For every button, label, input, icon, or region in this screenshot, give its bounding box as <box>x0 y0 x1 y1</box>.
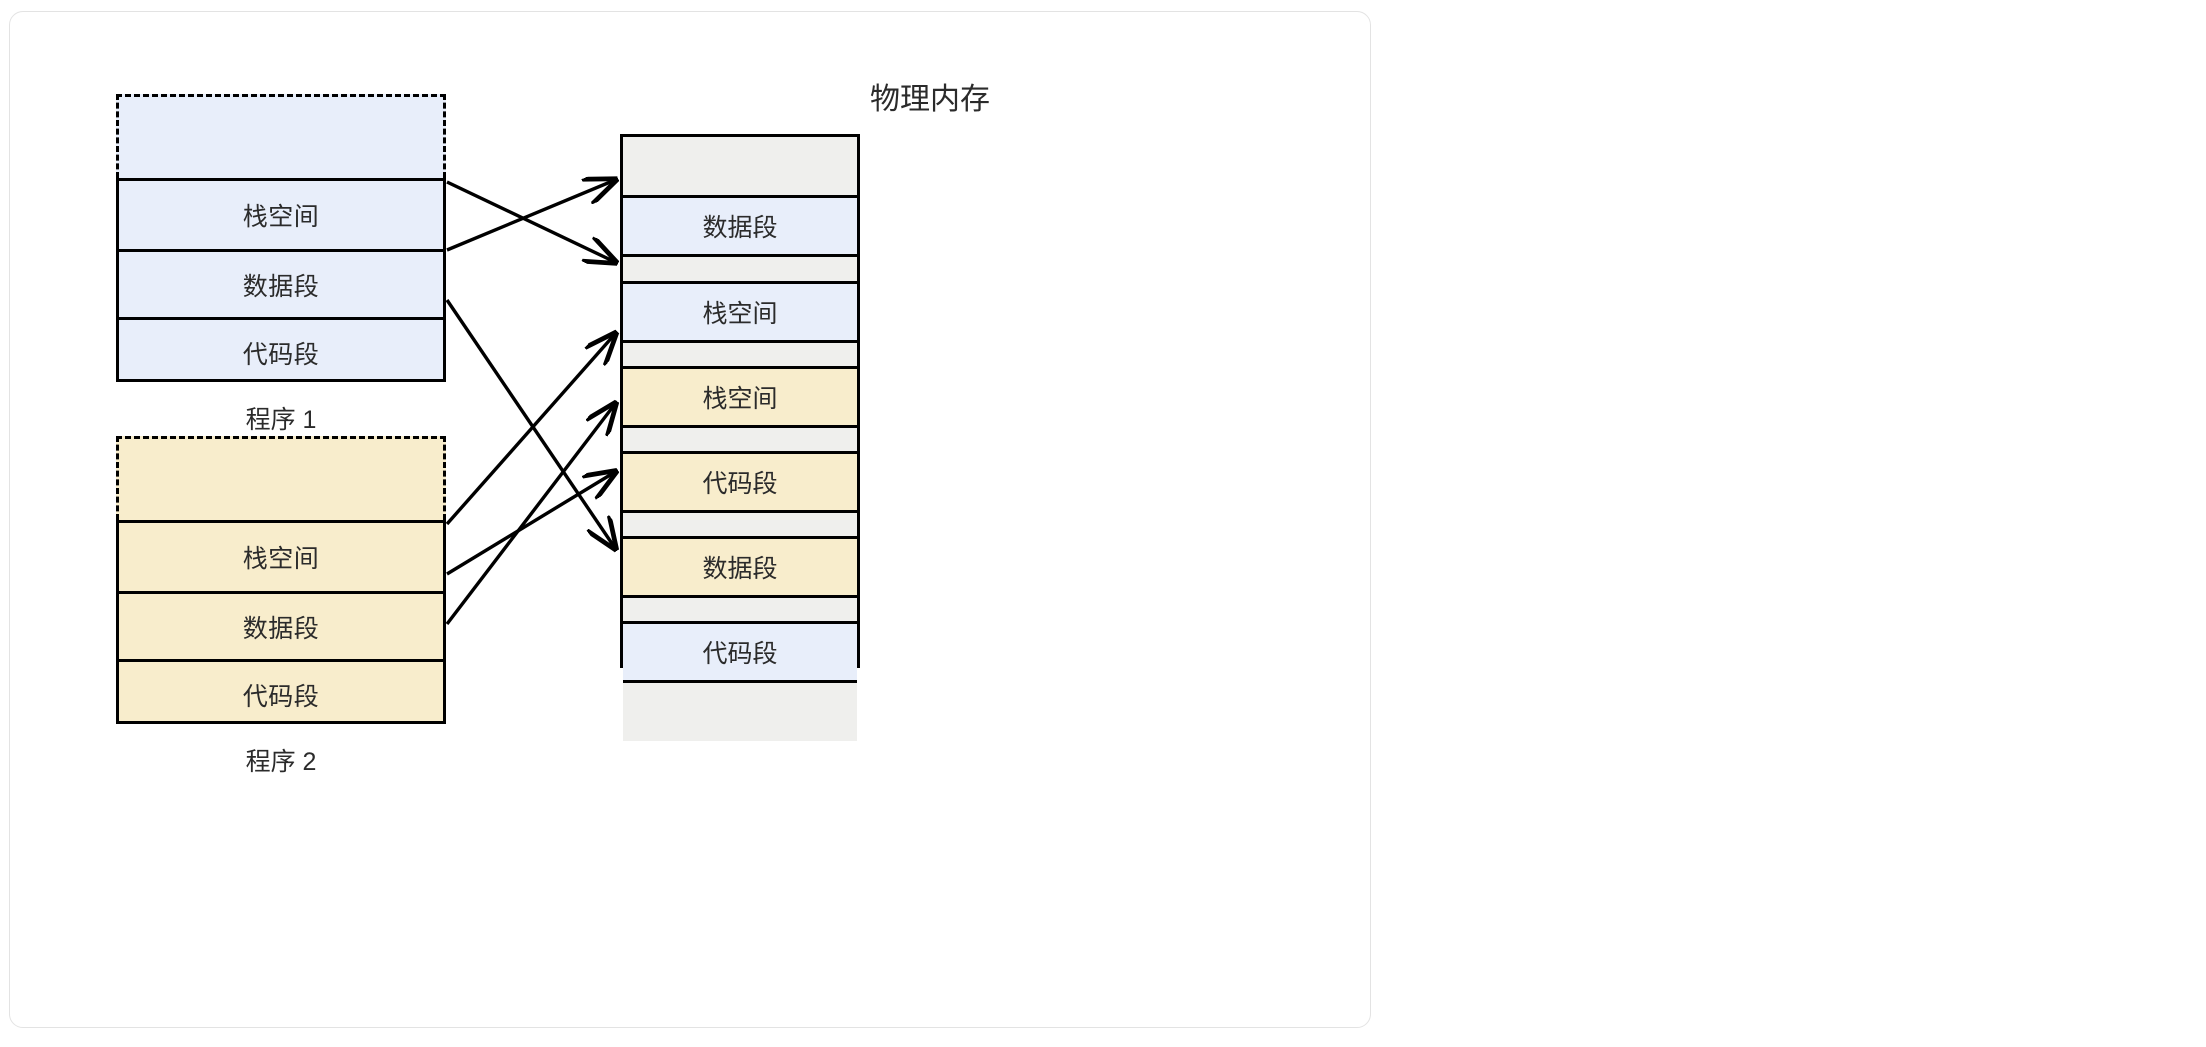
program-2-segment-stack: 栈空间 <box>119 523 443 591</box>
memory-band-label: 代码段 <box>702 470 778 498</box>
program-2-dashed-region <box>116 436 446 520</box>
segment-label: 数据段 <box>242 614 320 643</box>
memory-band-free <box>623 513 857 536</box>
segment-label: 栈空间 <box>242 545 320 573</box>
memory-band-p1-code: 代码段 <box>623 621 857 683</box>
memory-segmentation-diagram: 栈空间 数据段 代码段 程序 1 栈空间 <box>10 12 1372 1029</box>
memory-band-p2-code: 代码段 <box>623 451 857 513</box>
program-2-segment-data: 数据段 <box>119 591 443 659</box>
memory-band-p2-data: 数据段 <box>623 536 857 598</box>
arrow-p1-stack-to-memory <box>446 180 615 262</box>
physical-memory-block: 数据段栈空间栈空间代码段数据段代码段 <box>620 134 860 741</box>
program-2-segment-code: 代码段 <box>119 659 443 727</box>
memory-band-free <box>623 343 857 366</box>
diagram-card: 栈空间 数据段 代码段 程序 1 栈空间 <box>9 11 1371 1028</box>
program-2-segments: 栈空间 数据段 代码段 <box>116 520 446 724</box>
program-1-segment-data: 数据段 <box>119 249 443 317</box>
memory-band-free <box>623 598 857 621</box>
memory-band-free <box>623 428 857 451</box>
program-1-segment-code: 代码段 <box>119 317 443 385</box>
program-1-segments: 栈空间 数据段 代码段 <box>116 178 446 382</box>
arrow-p2-code-to-memory <box>445 404 615 626</box>
arrow-p2-data-to-memory <box>446 472 615 576</box>
segment-label: 代码段 <box>242 340 320 369</box>
memory-band-free <box>623 683 857 741</box>
arrow-p1-data-to-memory <box>446 180 615 252</box>
program-1-label: 程序 1 <box>245 406 317 434</box>
physical-memory-title: 物理内存 <box>870 83 990 116</box>
arrow-p1-code-to-memory <box>445 299 615 548</box>
memory-band-label: 数据段 <box>702 555 778 583</box>
program-2-block: 栈空间 数据段 代码段 程序 2 <box>116 436 446 786</box>
memory-band-p1-stack: 栈空间 <box>623 281 857 343</box>
segment-label: 数据段 <box>242 272 320 301</box>
program-2-label: 程序 2 <box>245 748 317 776</box>
arrow-p2-stack-to-memory <box>445 334 615 526</box>
program-1-block: 栈空间 数据段 代码段 程序 1 <box>116 94 446 444</box>
memory-band-label: 代码段 <box>702 640 778 668</box>
memory-band-label: 栈空间 <box>702 385 778 413</box>
memory-band-label: 栈空间 <box>702 300 778 328</box>
memory-band-free <box>623 137 857 195</box>
memory-band-free <box>623 257 857 281</box>
memory-band-label: 数据段 <box>702 214 778 242</box>
segment-label: 代码段 <box>242 682 320 711</box>
program-1-segment-stack: 栈空间 <box>119 181 443 249</box>
program-1-dashed-region <box>116 94 446 178</box>
memory-band-p1-data: 数据段 <box>623 195 857 257</box>
segment-label: 栈空间 <box>242 203 320 231</box>
memory-band-p2-stack: 栈空间 <box>623 366 857 428</box>
